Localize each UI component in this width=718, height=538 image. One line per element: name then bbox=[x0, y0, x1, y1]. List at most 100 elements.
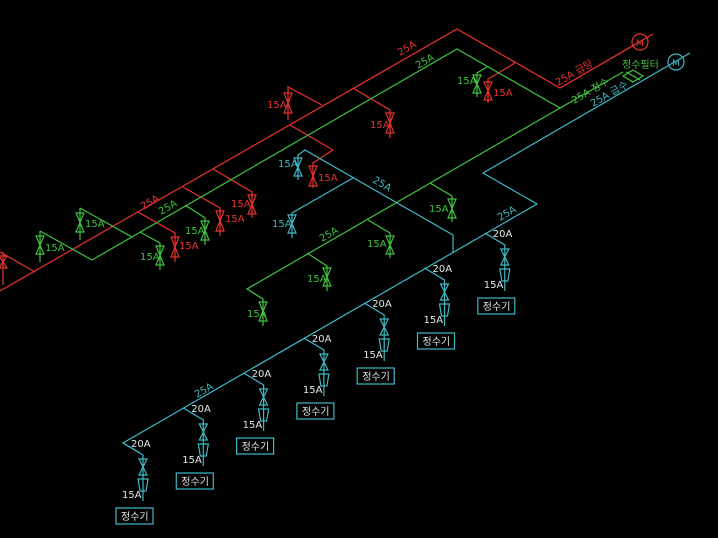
valve-size-label: 15A bbox=[493, 88, 513, 99]
purifier-valve-size: 15A bbox=[363, 350, 383, 361]
valve-icon bbox=[215, 210, 225, 232]
water-purifier-label: 정수기 bbox=[362, 371, 390, 383]
valve-size-label: 15A bbox=[185, 226, 205, 237]
valve-icon bbox=[447, 198, 457, 219]
purifier-branch-size: 20A bbox=[312, 334, 332, 345]
valve-size-label: 15A bbox=[429, 204, 449, 215]
water-purifier-box bbox=[175, 472, 214, 490]
reducer-icon bbox=[257, 408, 270, 422]
reducer-icon bbox=[378, 338, 390, 352]
cold-water-pipe-size: 25A bbox=[193, 381, 216, 400]
water-filter-icon bbox=[621, 69, 645, 83]
hot-water-valves bbox=[0, 81, 493, 269]
valve-icon bbox=[483, 81, 493, 101]
cold-water-piping: M 15A 15A 25A 25A 25A 25A 급수 bbox=[121, 52, 691, 454]
water-purifier-label: 정수기 bbox=[302, 406, 330, 418]
valve-icon bbox=[439, 283, 450, 301]
purifier-branch-pipe bbox=[363, 302, 385, 361]
valve-icon bbox=[200, 220, 210, 241]
reducer-icon bbox=[438, 303, 451, 317]
purifier-branch-size: 20A bbox=[493, 229, 513, 240]
purifier-branch-pipe bbox=[182, 407, 204, 466]
purified-water-main-size: 25A bbox=[414, 52, 437, 71]
reducer-icon bbox=[318, 373, 330, 387]
water-purifier-label: 정수기 bbox=[483, 301, 511, 313]
purifier-branch-size: 20A bbox=[252, 369, 272, 380]
purifier-valve-size: 15A bbox=[303, 385, 323, 396]
purifier-branch-size: 20A bbox=[131, 439, 151, 450]
valve-icon bbox=[75, 212, 85, 233]
valve-size-label: 15A bbox=[140, 252, 160, 263]
valve-icon bbox=[283, 92, 293, 114]
valve-size-label: 15A bbox=[278, 159, 298, 170]
cold-water-pipe-size: 25A bbox=[371, 175, 394, 194]
valve-icon bbox=[379, 318, 390, 336]
purifier-valve-size: 15A bbox=[243, 420, 263, 431]
purified-water-branch-pipe bbox=[245, 107, 561, 326]
water-purifier-label: 정수기 bbox=[121, 511, 149, 523]
purifier-branch-pipe bbox=[484, 232, 506, 291]
purified-water-main-pipe bbox=[91, 48, 624, 261]
hot-water-meter-label: M bbox=[636, 39, 644, 49]
purifier-valve-size: 15A bbox=[182, 455, 202, 466]
water-purifier-label: 정수기 bbox=[181, 476, 209, 488]
valve-icon bbox=[155, 245, 165, 266]
valve-size-label: 15A bbox=[370, 120, 390, 131]
water-purifier-unit: 20A 15A 정수기 bbox=[296, 334, 335, 420]
valve-size-label: 15A bbox=[179, 241, 199, 252]
valve-icon bbox=[385, 112, 395, 134]
valve-icon bbox=[247, 194, 257, 215]
reducer-icon bbox=[499, 268, 511, 282]
valve-size-label: 15A bbox=[318, 173, 338, 184]
hot-water-supply-label: 25A 급탕 bbox=[554, 58, 596, 89]
valve-size-label: 15A bbox=[85, 219, 105, 230]
valve-icon bbox=[138, 458, 148, 476]
purifier-valve-size: 15A bbox=[424, 315, 444, 326]
valve-icon bbox=[170, 236, 180, 258]
valve-icon bbox=[385, 235, 395, 255]
valve-icon bbox=[287, 214, 297, 234]
purifier-branch-pipe bbox=[122, 442, 144, 501]
hot-water-main-pipe bbox=[0, 28, 654, 292]
water-purifier-label: 정수기 bbox=[242, 441, 270, 453]
valve-icon bbox=[472, 74, 482, 94]
water-purifier-box bbox=[477, 297, 516, 315]
water-purifier-unit: 20A 15A 정수기 bbox=[236, 369, 275, 455]
valve-icon bbox=[35, 235, 45, 255]
valve-icon bbox=[308, 165, 318, 187]
hot-water-main-size: 25A bbox=[396, 39, 419, 58]
water-filter-label: 정수필터 bbox=[622, 59, 659, 71]
reducer-icon bbox=[197, 443, 210, 457]
water-purifier-unit: 20A 15A 정수기 bbox=[356, 299, 395, 385]
water-purifier-unit: 20A 15A 정수기 bbox=[175, 404, 214, 490]
reducer-icon bbox=[137, 478, 149, 492]
valve-icon bbox=[499, 248, 510, 266]
cold-water-valves bbox=[287, 157, 303, 234]
water-purifier-box bbox=[416, 332, 456, 350]
water-purifier-unit: 20A 15A 정수기 bbox=[115, 439, 154, 525]
hot-water-meter-icon bbox=[631, 33, 649, 51]
valve-icon bbox=[258, 388, 269, 406]
purified-water-valves bbox=[35, 74, 482, 322]
purifier-branch-size: 20A bbox=[372, 299, 392, 310]
purifier-branch-size: 20A bbox=[433, 264, 453, 275]
purifier-branch-pipe bbox=[303, 337, 325, 396]
water-purifier-box bbox=[296, 402, 335, 420]
valve-size-label: 15A bbox=[225, 214, 245, 225]
purifier-valve-size: 15A bbox=[122, 490, 142, 501]
valve-icon bbox=[322, 267, 332, 287]
purified-water-piping: 정수필터 25A 25A 25A 25A 정수 15A 15A 15A 15A … bbox=[35, 48, 659, 326]
valve-icon bbox=[198, 423, 209, 441]
purifier-branch-size: 20A bbox=[191, 404, 211, 415]
valve-size-label: 15A bbox=[307, 274, 327, 285]
water-purifier-units: 20A 15A 정수기 20A 15A 정수기 20A 15A 정수기 20A 15A 정수기 20A 1… bbox=[115, 229, 516, 525]
valve-size-label: 15A bbox=[367, 239, 387, 250]
valve-icon bbox=[258, 301, 268, 322]
valve-icon bbox=[318, 353, 329, 371]
valve-size-label: 15A bbox=[231, 199, 251, 210]
water-purifier-box bbox=[115, 507, 154, 525]
purifier-branch-pipe bbox=[424, 267, 446, 326]
water-purifier-box bbox=[356, 367, 395, 385]
